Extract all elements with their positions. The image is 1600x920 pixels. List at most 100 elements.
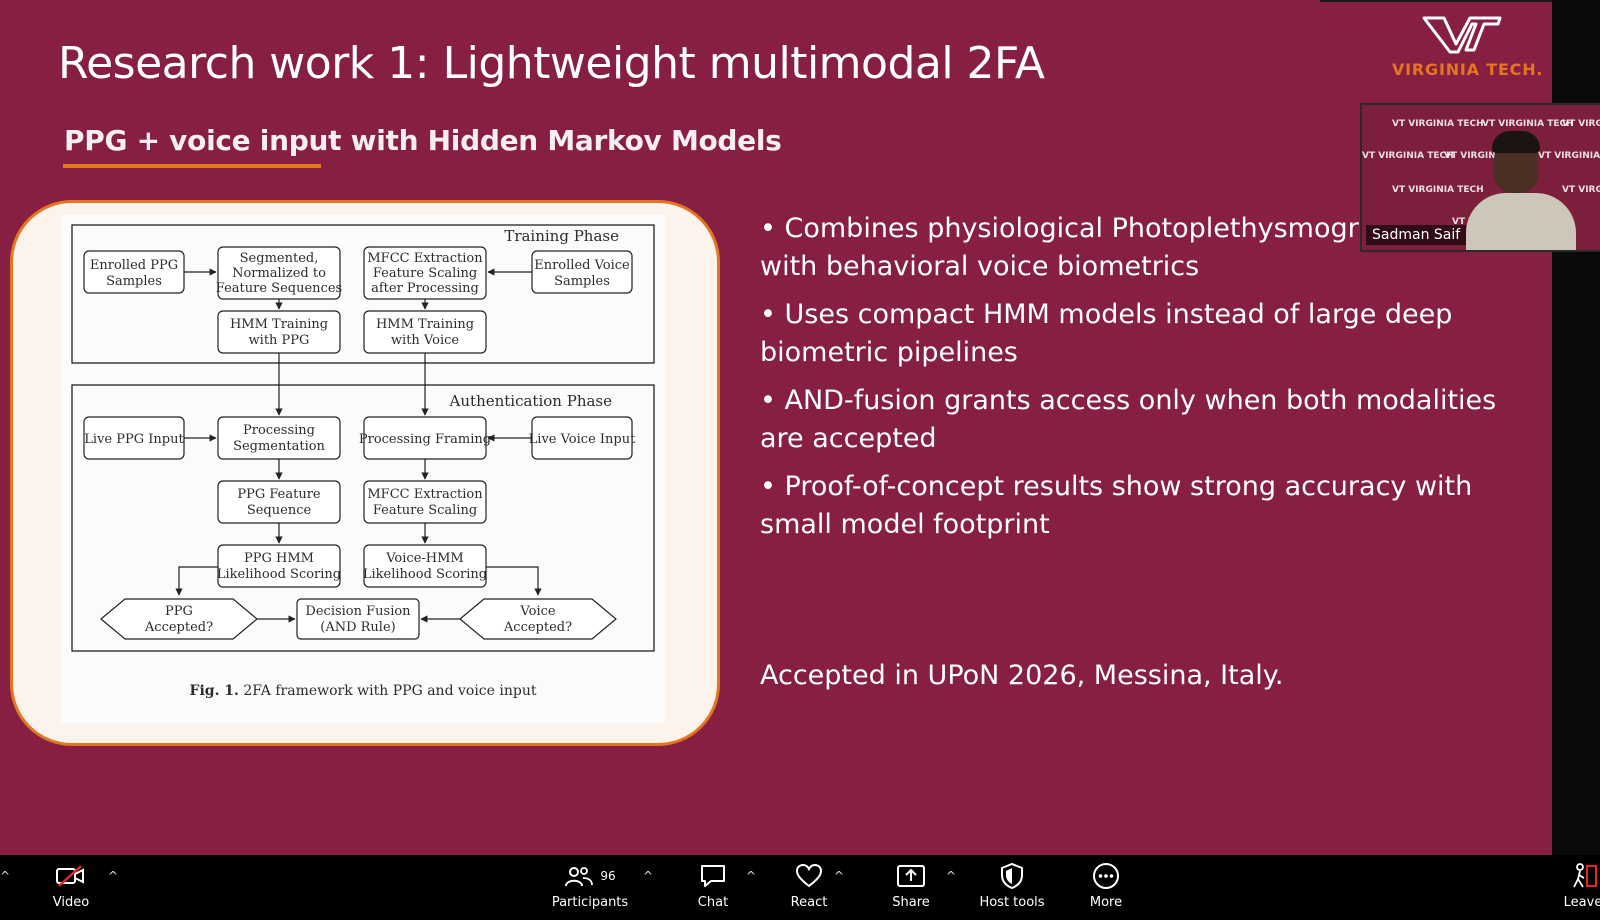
training-phase-frame <box>71 224 655 364</box>
logo-wordmark: VIRGINIA TECH. <box>1392 60 1544 79</box>
react-button[interactable]: React <box>787 861 831 910</box>
watermark: VT VIRGINIA TECH <box>1392 119 1484 129</box>
enrolled-ppg-line1: Enrolled PPG <box>90 258 178 273</box>
slide-subtitle: PPG + voice input with Hidden Markov Mod… <box>64 124 782 157</box>
framework-figure: Training Phase Enrolled PPG Samples Segm… <box>10 200 720 746</box>
voice-accepted-line2: Accepted? <box>503 620 572 635</box>
host-tools-label: Host tools <box>979 895 1045 910</box>
more-icon <box>1092 861 1120 891</box>
subtitle-underline <box>63 164 321 168</box>
react-caret-icon[interactable]: ^ <box>834 869 845 883</box>
participants-button[interactable]: 96 Participants <box>548 861 632 910</box>
fusion-line1: Decision Fusion <box>305 604 411 619</box>
participants-caret-icon[interactable]: ^ <box>643 869 654 883</box>
voice-hmm-box <box>363 544 487 588</box>
share-button[interactable]: Share <box>890 861 932 910</box>
hmm-voice-line1: HMM Training <box>376 317 474 332</box>
participants-icon: 96 <box>564 861 616 891</box>
slide-title: Research work 1: Lightweight multimodal … <box>58 38 1045 89</box>
proc-seg-line1: Processing <box>243 423 315 438</box>
leave-icon <box>1568 861 1598 891</box>
more-label: More <box>1089 895 1123 910</box>
mfcc-auth-line1: MFCC Extraction <box>367 487 483 502</box>
enrolled-ppg-line2: Samples <box>106 274 162 289</box>
live-ppg-label: Live PPG Input <box>84 432 184 447</box>
proc-seg-line2: Segmentation <box>233 439 325 454</box>
proc-framing-label: Processing Framing <box>359 432 491 447</box>
segmented-line3: Feature Sequences <box>216 281 342 296</box>
bullet-list: • Combines physiological Photoplethysmog… <box>760 210 1540 554</box>
video-label: Video <box>52 895 90 910</box>
video-off-icon <box>55 861 87 891</box>
ppg-hmm-line1: PPG HMM <box>244 551 314 566</box>
participant-video-tile[interactable]: VT VIRGINIA TECH VT VIRGINIA TECH VT VIR… <box>1360 103 1600 252</box>
watermark: VT VIRGINIA TECH <box>1362 151 1454 161</box>
virginia-tech-logo: VIRGINIA TECH. <box>1382 14 1547 84</box>
presentation-slide: Research work 1: Lightweight multimodal … <box>0 0 1552 855</box>
auth-phase-frame <box>71 384 655 652</box>
participants-count: 96 <box>600 869 616 883</box>
video-button[interactable]: Video <box>46 861 96 910</box>
bullet-item: • Proof-of-concept results show strong a… <box>760 471 1473 540</box>
ppg-accepted-line1: PPG <box>165 604 193 619</box>
ppg-feature-line2: Sequence <box>247 503 312 518</box>
figure-caption: Fig. 1. 2FA framework with PPG and voice… <box>190 683 537 699</box>
watermark: VT VIRGINIA TECH <box>1482 119 1574 129</box>
live-voice-label: Live Voice Input <box>529 432 636 447</box>
training-phase-label: Training Phase <box>504 227 619 245</box>
watermark: VT VIRGINIA TECH <box>1444 151 1536 161</box>
mfcc-training-line2: Feature Scaling <box>373 266 477 281</box>
voice-hmm-line1: Voice-HMM <box>385 551 464 566</box>
ppg-feature-line1: PPG Feature <box>237 487 321 502</box>
mfcc-training-line1: MFCC Extraction <box>367 251 483 266</box>
enrolled-voice-line1: Enrolled Voice <box>534 258 630 273</box>
top-edge-rule <box>1320 0 1552 2</box>
watermark: VT VIRGINIA TECH <box>1392 185 1484 195</box>
host-tools-button[interactable]: Host tools <box>979 861 1045 910</box>
share-caret-icon[interactable]: ^ <box>946 869 957 883</box>
chat-icon <box>699 861 727 891</box>
hmm-voice-line2: with Voice <box>391 333 459 348</box>
bullet-item: • AND-fusion grants access only when bot… <box>760 385 1497 454</box>
bullet-item: • Uses compact HMM models instead of lar… <box>760 299 1453 368</box>
enrolled-voice-line2: Samples <box>554 274 610 289</box>
voice-accepted-line1: Voice <box>519 604 555 619</box>
leave-label: Leave <box>1563 895 1600 910</box>
voice-accepted-decision <box>459 598 617 640</box>
vt-logo-icon <box>1422 16 1502 54</box>
ppg-hmm-line2: Likelihood Scoring <box>217 567 341 582</box>
hmm-ppg-line2: with PPG <box>249 333 310 348</box>
participants-label: Participants <box>551 895 629 910</box>
meeting-toolbar: ^ Video ^ 96 Participants ^ Chat ^ React… <box>0 855 1600 920</box>
caret-up-icon[interactable]: ^ <box>0 869 11 883</box>
mfcc-auth-line2: Feature Scaling <box>373 503 477 518</box>
participant-hair <box>1492 131 1540 153</box>
share-icon <box>896 861 926 891</box>
mfcc-training-line3: after Processing <box>371 281 479 296</box>
fusion-line2: (AND Rule) <box>320 620 395 635</box>
hmm-ppg-line1: HMM Training <box>230 317 328 332</box>
react-label: React <box>790 895 828 910</box>
auth-phase-label: Authentication Phase <box>449 392 613 410</box>
watermark: VT VIRGINIA TECH <box>1538 151 1600 161</box>
video-options-caret-icon[interactable]: ^ <box>108 869 119 883</box>
share-label: Share <box>892 895 930 910</box>
chat-label: Chat <box>697 895 729 910</box>
watermark: VT VIRGINIA TECH <box>1562 119 1600 129</box>
segmented-line2: Normalized to <box>232 266 326 281</box>
ppg-accepted-line2: Accepted? <box>144 620 213 635</box>
voice-hmm-line2: Likelihood Scoring <box>363 567 487 582</box>
more-button[interactable]: More <box>1086 861 1126 910</box>
segmented-line1: Segmented, <box>240 251 319 266</box>
acceptance-note: Accepted in UPoN 2026, Messina, Italy. <box>760 660 1284 691</box>
chat-caret-icon[interactable]: ^ <box>746 869 757 883</box>
heart-icon <box>795 861 823 891</box>
fusion-box <box>296 598 420 640</box>
participant-name: Sadman Saif <box>1366 225 1467 245</box>
participant-body <box>1466 193 1576 250</box>
watermark: VT VIRGINIA TECH <box>1562 185 1600 195</box>
leave-button[interactable]: Leave <box>1563 861 1600 910</box>
chat-button[interactable]: Chat <box>693 861 733 910</box>
framework-diagram: Training Phase Enrolled PPG Samples Segm… <box>61 215 665 723</box>
shield-icon <box>999 861 1025 891</box>
